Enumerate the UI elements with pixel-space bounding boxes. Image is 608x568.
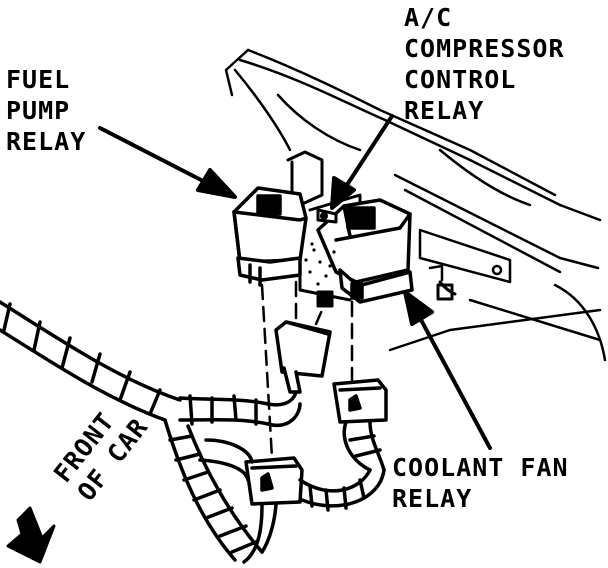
ac-relay-label-line: COMPRESSOR <box>404 34 565 63</box>
coolant-fan-relay-label-line: COOLANT FAN <box>392 453 569 482</box>
fuel-pump-relay-label: FUEL PUMP RELAY <box>6 64 86 157</box>
fuel-pump-relay-label-line: PUMP <box>6 96 71 125</box>
ac-relay-label-line: RELAY <box>404 96 485 125</box>
fuel-pump-relay-label-line: FUEL <box>6 65 71 94</box>
front-of-car-arrow <box>6 506 56 564</box>
bracket-texture <box>304 242 336 294</box>
fuel-pump-relay-body <box>232 186 308 287</box>
callout-arrows <box>98 114 492 450</box>
ac-compressor-relay-label: A/C COMPRESSOR CONTROL RELAY <box>404 2 565 126</box>
body-panel-lines <box>224 48 607 362</box>
coolant-fan-relay-label: COOLANT FAN RELAY <box>392 452 569 514</box>
connector-guide-lines <box>260 280 354 460</box>
ac-compressor-relay-body <box>316 198 414 304</box>
connector-plugs <box>244 320 388 506</box>
coolant-fan-relay-label-line: RELAY <box>392 484 473 513</box>
ac-relay-label-line: A/C <box>404 3 453 32</box>
ac-relay-label-line: CONTROL <box>404 65 517 94</box>
relay-mount-screws <box>316 208 338 308</box>
wiring-harness <box>0 300 386 564</box>
fuel-pump-relay-label-line: RELAY <box>6 127 87 156</box>
